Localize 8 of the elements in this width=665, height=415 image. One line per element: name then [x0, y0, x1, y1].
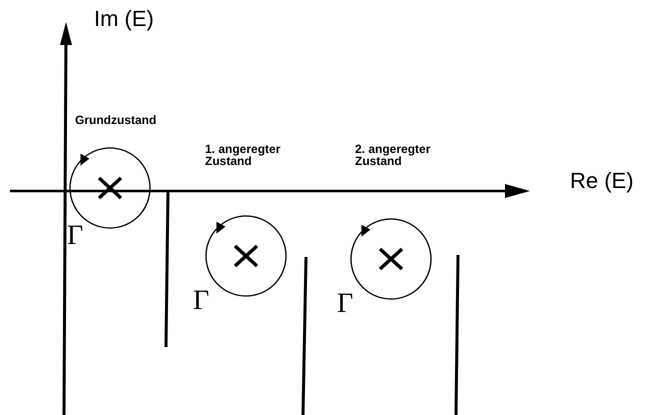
contour-label: Γ: [193, 287, 210, 315]
state-label: 2. angeregter Zustand: [355, 143, 432, 167]
state-label: 1. angeregter Zustand: [205, 143, 282, 167]
state-label: Grundzustand: [75, 113, 156, 127]
contour-label: Γ: [337, 290, 354, 318]
contour-label: Γ: [67, 222, 84, 250]
axis-label: Im (E): [94, 6, 154, 32]
axis-label: Re (E): [570, 168, 634, 194]
